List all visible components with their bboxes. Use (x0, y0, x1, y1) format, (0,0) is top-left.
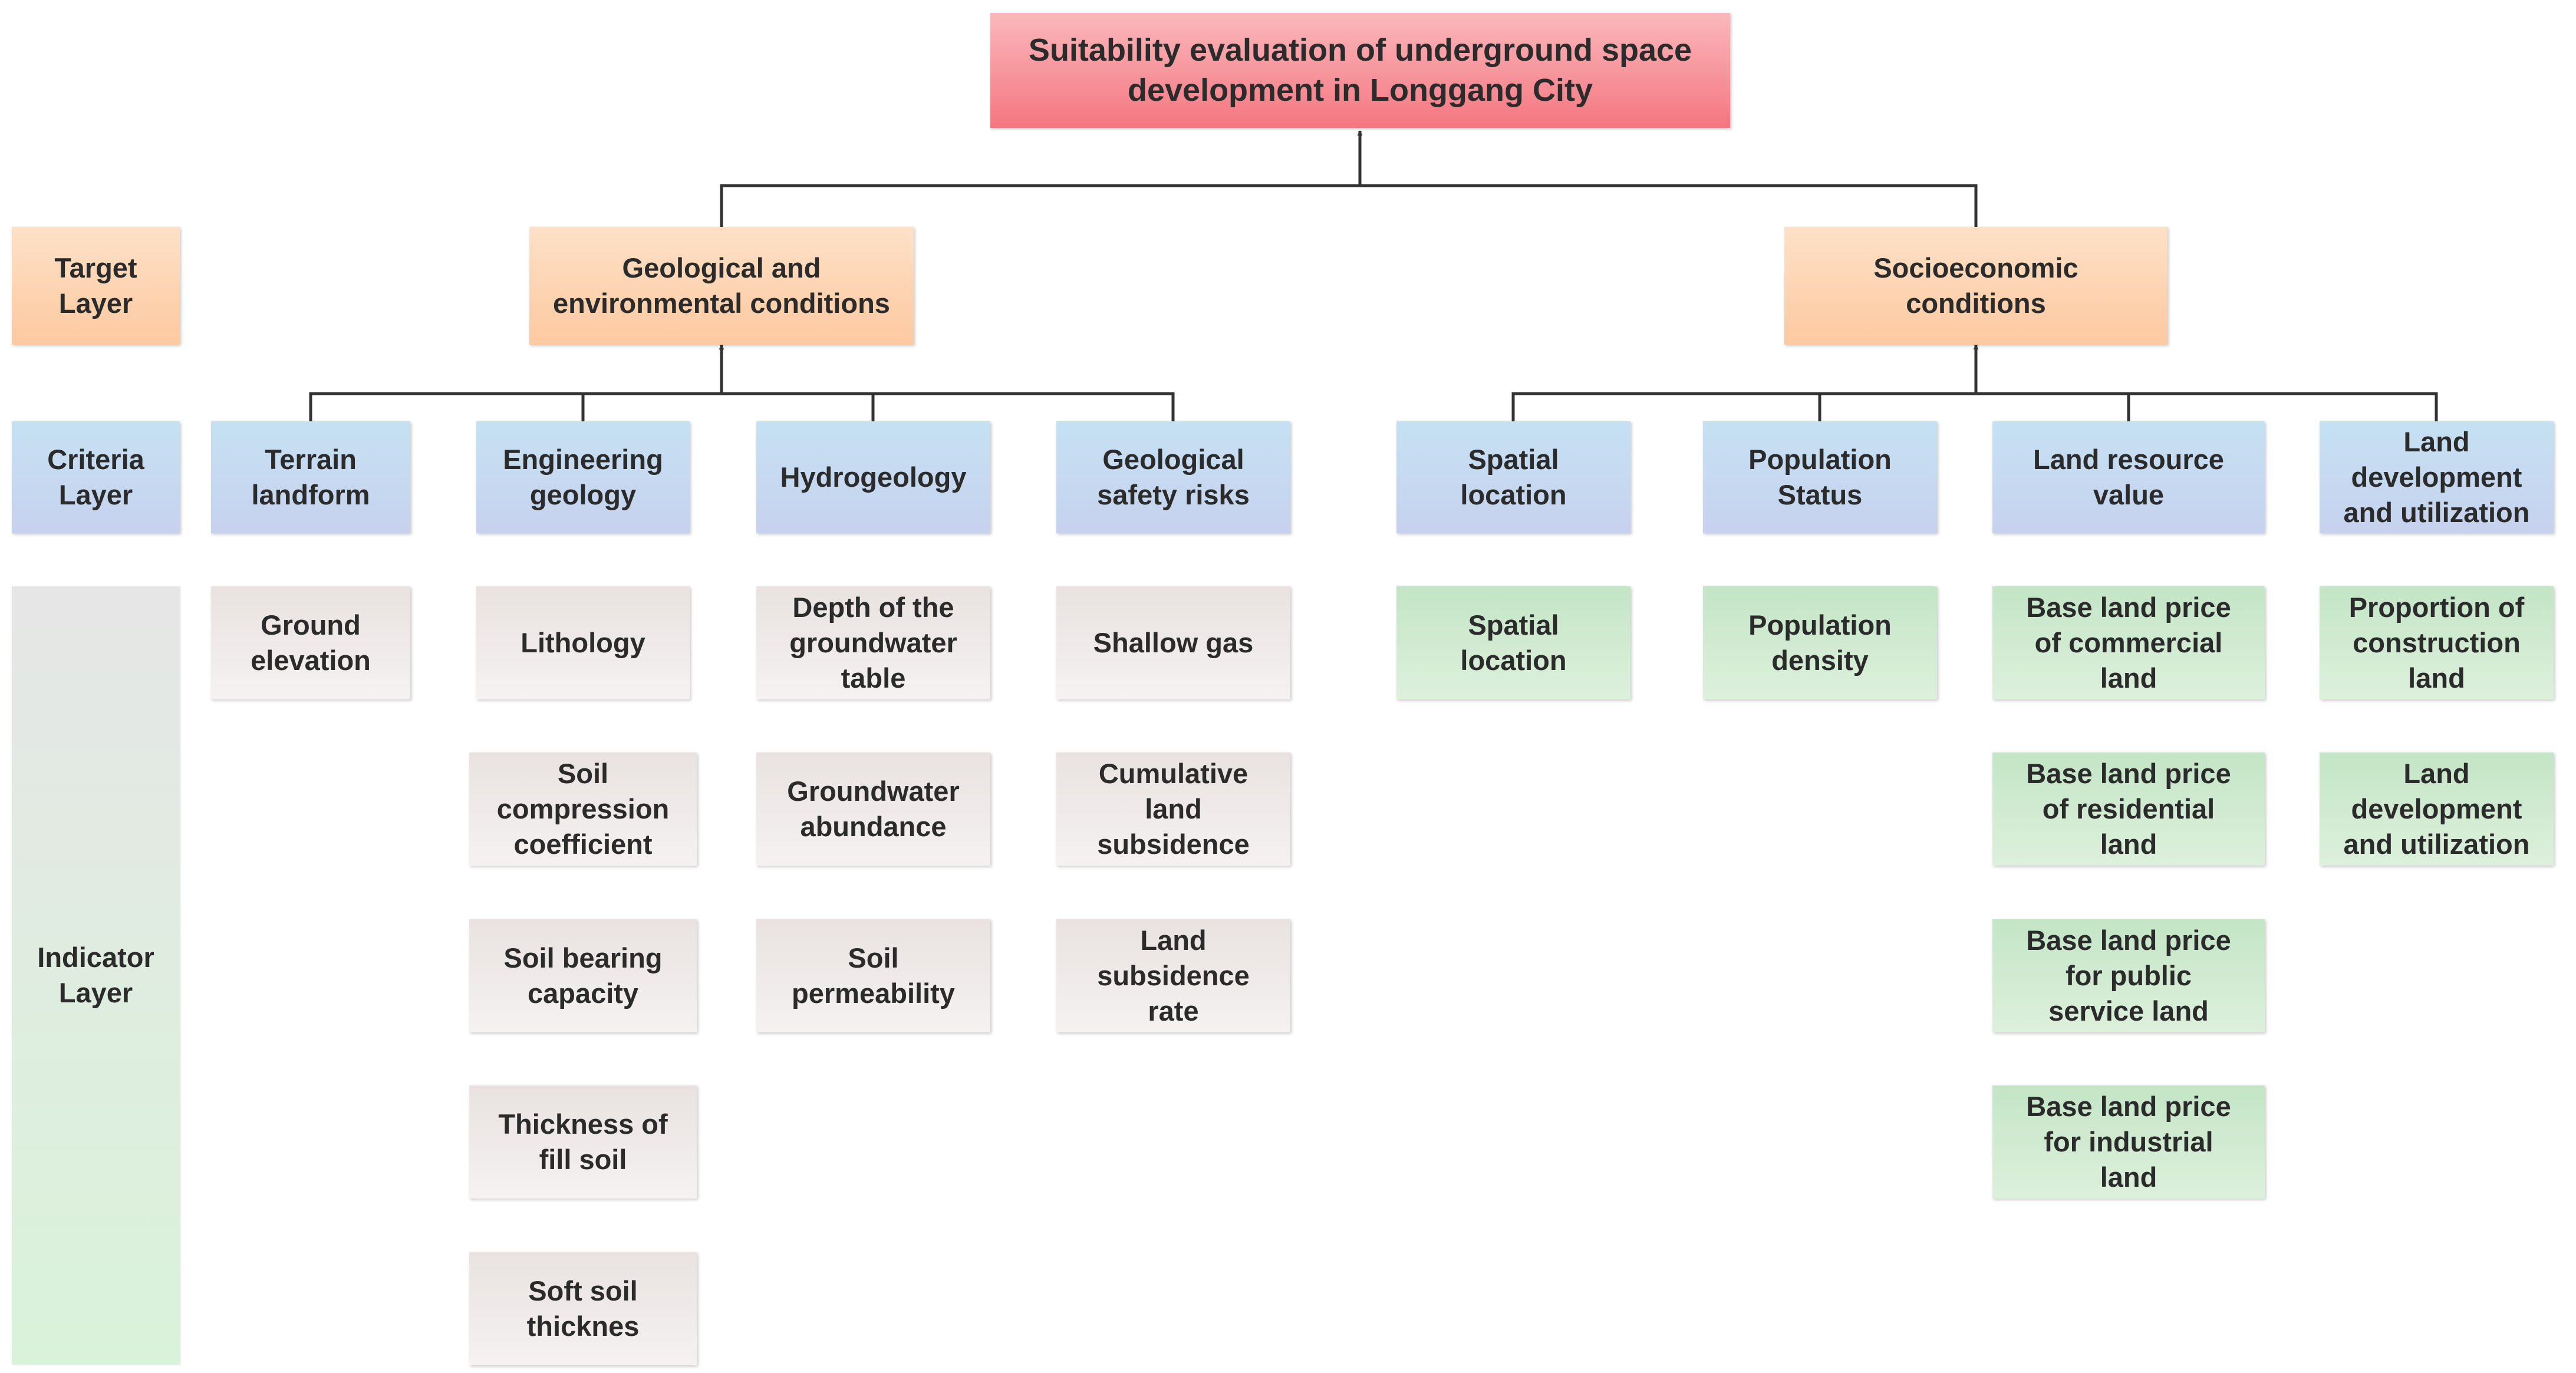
criteria-label: Spatial location (1460, 443, 1567, 510)
indicator-land-subsidence-rate: Land subsidence rate (1056, 919, 1290, 1032)
target-geological-label: Geological and environmental conditions (553, 252, 890, 319)
criteria-population-status: Population Status (1703, 421, 1937, 533)
criteria-label: Land development and utilization (2343, 425, 2530, 529)
indicator-label: Thickness of fill soil (498, 1108, 668, 1175)
indicator-label: Base land price of commercial land (2026, 591, 2231, 694)
indicator-label: Soil compression coefficient (496, 757, 670, 860)
layer-indicator-label: Indicator Layer (37, 941, 154, 1008)
indicator-lithology: Lithology (476, 586, 690, 699)
goal-label: Suitability evaluation of underground sp… (1028, 32, 1692, 108)
target-socioeconomic-label: Socioeconomic conditions (1873, 252, 2078, 319)
criteria-label: Land resource value (2033, 443, 2224, 510)
criteria-label: Hydrogeology (780, 461, 967, 493)
layer-criteria: Criteria Layer (12, 421, 180, 533)
indicator-groundwater-abundance: Groundwater abundance (756, 752, 990, 866)
indicator-soil-compression-coefficient: Soil compression coefficient (469, 752, 697, 866)
indicator-label: Soil bearing capacity (503, 942, 663, 1009)
criteria-land-development: Land development and utilization (2320, 421, 2554, 533)
target-geological: Geological and environmental conditions (529, 227, 914, 345)
indicator-population-density: Population density (1703, 586, 1937, 699)
criteria-geological-safety-risks: Geological safety risks (1056, 421, 1290, 533)
criteria-label: Engineering geology (503, 443, 663, 510)
layer-target-label: Target Layer (54, 252, 137, 319)
indicator-label: Soil permeability (792, 942, 955, 1009)
layer-indicator: Indicator Layer (12, 586, 180, 1364)
indicator-label: Base land price for industrial land (2026, 1090, 2231, 1193)
target-socioeconomic: Socioeconomic conditions (1784, 227, 2167, 345)
criteria-hydrogeology: Hydrogeology (756, 421, 990, 533)
indicator-label: Proportion of construction land (2348, 591, 2525, 694)
indicator-cumulative-land-subsidence: Cumulative land subsidence (1056, 752, 1290, 866)
criteria-terrain-landform: Terrain landform (211, 421, 410, 533)
criteria-label: Geological safety risks (1097, 443, 1250, 510)
indicator-label: Land development and utilization (2343, 757, 2530, 860)
geological-connector (309, 392, 1175, 421)
indicator-label: Depth of the groundwater table (789, 591, 957, 694)
indicator-label: Spatial location (1460, 609, 1567, 676)
criteria-label: Population Status (1748, 443, 1892, 510)
indicator-soil-bearing-capacity: Soil bearing capacity (469, 919, 697, 1032)
indicator-commercial-land-price: Base land price of commercial land (1992, 586, 2265, 699)
layer-criteria-label: Criteria Layer (47, 443, 144, 510)
layer-target: Target Layer (12, 227, 180, 345)
indicator-label: Land subsidence rate (1097, 924, 1250, 1027)
indicator-soil-permeability: Soil permeability (756, 919, 990, 1032)
goal-connector (720, 184, 1978, 227)
indicator-thickness-fill-soil: Thickness of fill soil (469, 1085, 697, 1199)
indicator-label: Lithology (521, 626, 645, 658)
indicator-label: Soft soil thicknes (526, 1275, 640, 1342)
indicator-label: Base land price for public service land (2026, 924, 2231, 1027)
indicator-groundwater-depth: Depth of the groundwater table (756, 586, 990, 699)
criteria-spatial-location: Spatial location (1396, 421, 1630, 533)
indicator-shallow-gas: Shallow gas (1056, 586, 1290, 699)
indicator-residential-land-price: Base land price of residential land (1992, 752, 2265, 866)
indicator-label: Shallow gas (1093, 626, 1254, 658)
indicator-spatial-location: Spatial location (1396, 586, 1630, 699)
indicator-label: Population density (1748, 609, 1892, 676)
goal-box: Suitability evaluation of underground sp… (990, 13, 1730, 128)
criteria-land-resource-value: Land resource value (1992, 421, 2265, 533)
indicator-industrial-land-price: Base land price for industrial land (1992, 1085, 2265, 1199)
indicator-public-service-land-price: Base land price for public service land (1992, 919, 2265, 1032)
indicator-land-development-utilization: Land development and utilization (2320, 752, 2554, 866)
criteria-engineering-geology: Engineering geology (476, 421, 690, 533)
indicator-ground-elevation: Ground elevation (211, 586, 410, 699)
indicator-construction-land-proportion: Proportion of construction land (2320, 586, 2554, 699)
indicator-label: Groundwater abundance (787, 775, 960, 842)
socioeconomic-connector (1511, 392, 2438, 421)
indicator-soft-soil-thickness: Soft soil thicknes (469, 1252, 697, 1365)
indicator-label: Ground elevation (251, 609, 371, 676)
criteria-label: Terrain landform (251, 443, 370, 510)
indicator-label: Cumulative land subsidence (1097, 757, 1250, 860)
indicator-label: Base land price of residential land (2026, 757, 2231, 860)
